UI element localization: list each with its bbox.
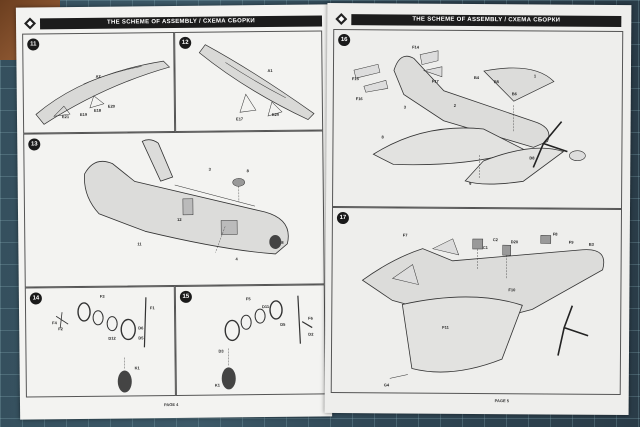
wing-and-propeller-drawing [353, 50, 586, 185]
part-label: K1 [134, 365, 140, 371]
final-assembly-drawing [361, 235, 605, 379]
part-label: E19 [79, 111, 88, 117]
part-label: F7 [402, 232, 408, 238]
part-label: E18 [93, 107, 102, 113]
assembly-header: THE SCHEME OF ASSEMBLY / СХЕМА СБОРКИ [39, 15, 323, 30]
propeller-icon [532, 121, 568, 168]
part-label: 3 [403, 104, 406, 110]
part-label: 11 [137, 241, 142, 247]
step-14-panel: 14 F3 F2 F4 D12 D5 D6 F1 K1 [24, 285, 176, 398]
propeller-icon [557, 305, 589, 356]
part-label: B4 [473, 74, 480, 81]
part-label: G4 [383, 382, 390, 388]
brand-logo-icon [24, 17, 37, 30]
assembly-header: THE SCHEME OF ASSEMBLY / СХЕМА СБОРКИ [351, 14, 622, 27]
brand-logo-icon [335, 13, 348, 26]
part-label: D6 [138, 325, 144, 331]
fuselage-assembly-drawing [84, 139, 289, 255]
part-label: 9 [469, 180, 472, 186]
part-label: 8 [246, 168, 249, 174]
part-label: D2 [308, 331, 314, 337]
part-label: 4 [235, 256, 238, 262]
part-label: F8 [552, 231, 558, 237]
part-label: D5 [138, 335, 144, 341]
part-label: F3 [99, 293, 105, 299]
step-12-panel: 12 A1 E17 E20 [174, 30, 324, 132]
part-label: C2 [492, 237, 498, 243]
part-label: F4 [52, 320, 57, 326]
part-label: F17 [431, 78, 439, 84]
step-11-panel: 11 A2 E21 E19 E18 E20 [22, 31, 176, 134]
part-label: F9 [568, 239, 574, 245]
page-number: PAGE 4 [163, 401, 179, 408]
part-label: E20 [271, 111, 280, 117]
part-label: F14 [412, 44, 420, 50]
part-label: F15 [351, 76, 359, 82]
part-label: F11 [442, 324, 449, 330]
fuselage-half-left-drawing [35, 60, 171, 125]
part-label: A1 [267, 67, 273, 74]
part-label: 1 [533, 73, 537, 79]
page-number: PAGE 5 [494, 398, 510, 404]
part-label: D11 [261, 304, 270, 310]
part-label: F1 [149, 305, 155, 311]
part-label: F16 [355, 96, 363, 102]
fuselage-half-right-drawing [198, 44, 315, 121]
part-label: 8 [381, 134, 384, 140]
part-label: D12 [108, 335, 116, 341]
part-label: F5 [245, 296, 251, 302]
part-label: D20 [510, 239, 519, 245]
part-label: E17 [236, 116, 244, 122]
part-label: F2 [58, 326, 63, 332]
part-label: B6 [511, 91, 517, 97]
part-label: 3 [208, 166, 211, 172]
part-label: F6 [308, 315, 313, 321]
part-label: 2 [453, 102, 456, 108]
part-label: A2 [95, 73, 101, 79]
part-label: C1 [482, 245, 488, 251]
part-label: B3 [588, 241, 594, 247]
step-13-panel: 13 3 8 12 11 4 8 [23, 130, 325, 288]
part-label: E21 [61, 114, 70, 120]
step-17-panel: 17 F7 C1 C2 D20 F8 F9 F10 F11 B3 G4 [330, 206, 623, 396]
part-label: K1 [214, 382, 220, 388]
left-instruction-page: THE SCHEME OF ASSEMBLY / СХЕМА СБОРКИ 11… [15, 4, 333, 420]
landing-gear-left-drawing [55, 297, 147, 393]
part-label: E20 [107, 103, 116, 109]
part-label: D3 [218, 348, 224, 354]
part-label: B5 [493, 79, 500, 85]
step-16-panel: 16 F14 F15 F16 F17 B4 B5 B6 1 2 3 8 9 D8 [332, 28, 624, 210]
right-instruction-page: THE SCHEME OF ASSEMBLY / СХЕМА СБОРКИ 16… [324, 2, 632, 416]
landing-gear-right-drawing [221, 295, 313, 390]
step-15-panel: 15 F5 D11 D3 D2 D5 F6 K1 [174, 284, 326, 396]
part-label: 8 [281, 239, 284, 245]
part-label: D8 [529, 155, 535, 161]
part-label: D5 [280, 321, 286, 327]
part-label: 12 [177, 216, 182, 222]
part-label: F10 [508, 287, 516, 293]
